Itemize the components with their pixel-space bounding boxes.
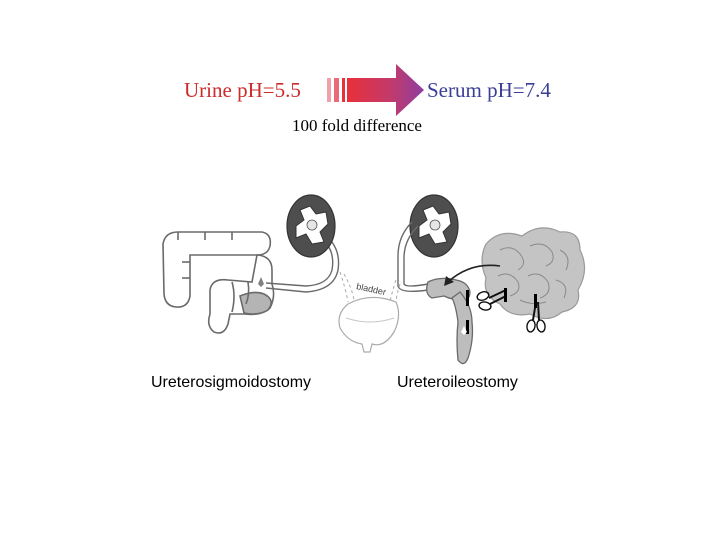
- colon-illustration: [162, 231, 275, 334]
- small-intestine-illustration: [481, 227, 586, 320]
- ureteroileostomy-caption: Ureteroileostomy: [397, 374, 518, 391]
- serum-ph-label: Serum pH=7.4: [427, 78, 551, 102]
- bladder-illustration: [338, 296, 400, 353]
- right-ureter: [397, 221, 429, 293]
- scissors-icon: [476, 288, 507, 311]
- scissors-icon: [526, 294, 546, 333]
- ureterosigmoidostomy-caption: Ureterosigmoidostomy: [151, 374, 312, 391]
- bladder-label: bladder: [355, 281, 386, 297]
- transfer-arrow: [447, 264, 501, 283]
- difference-label: 100 fold difference: [292, 116, 422, 135]
- right-kidney-icon: [409, 194, 459, 258]
- urine-ph-label: Urine pH=5.5: [184, 78, 301, 102]
- ileal-conduit-illustration: [426, 277, 474, 365]
- left-kidney-icon: [286, 194, 336, 258]
- ph-gradient-arrow: [327, 64, 424, 116]
